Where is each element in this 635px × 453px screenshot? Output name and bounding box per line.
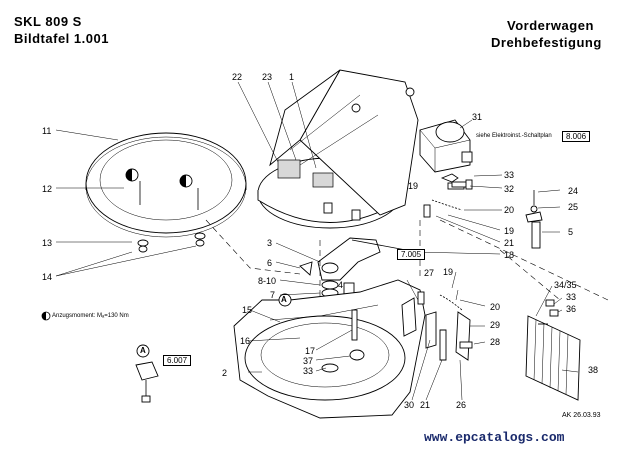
callout: 16 [240, 336, 250, 346]
callout: 15 [242, 305, 252, 315]
callout: 8-10 [258, 276, 276, 286]
callout: 26 [456, 400, 466, 410]
upper-frame [257, 69, 419, 229]
leader-lines [55, 81, 579, 401]
callout: 29 [490, 320, 500, 330]
detail-a [135, 293, 292, 403]
callout: 34/35 [554, 280, 577, 290]
callout: 19 [408, 181, 418, 191]
grille-cover [525, 299, 581, 401]
ref-6007: 6.007 [163, 355, 192, 366]
ref-7005: 7.005 [397, 249, 426, 260]
elektro-ref: 8.006 [562, 131, 591, 142]
drawing-stamp: AK 26.03.93 [562, 412, 601, 419]
model-title: SKL 809 S [14, 14, 82, 29]
elektro-note: siehe Elektroinst.-Schaltplan [476, 133, 552, 139]
plate-number: Bildtafel 1.001 [14, 31, 109, 46]
callout: 28 [490, 337, 500, 347]
callout: 19 [443, 267, 453, 277]
callout: 13 [42, 238, 52, 248]
loose-parts-right [451, 179, 543, 249]
ring-bolts [125, 168, 206, 253]
callout: 20 [504, 205, 514, 215]
callout: 4 [338, 280, 343, 290]
callout: 7 [270, 290, 275, 300]
callout: 19 [504, 226, 514, 236]
callout: 18 [504, 250, 514, 260]
callout: 24 [568, 186, 578, 196]
callout: 23 [262, 72, 272, 82]
callout: 32 [504, 184, 514, 194]
callout: 21 [504, 238, 514, 248]
callout: 36 [566, 304, 576, 314]
section-subtitle: Drehbefestigung [491, 35, 602, 50]
callout: 12 [42, 184, 52, 194]
torque-note: Anzugsmoment: Mₐ=130 Nm [52, 313, 129, 319]
callout: 25 [568, 202, 578, 212]
circle-label-a-detail: A [140, 346, 146, 355]
callout: 14 [42, 272, 52, 282]
callout: 38 [588, 365, 598, 375]
footer-watermark: www.epcatalogs.com [424, 430, 565, 445]
callout: 3 [267, 238, 272, 248]
callout: 6 [267, 258, 272, 268]
callout: 22 [232, 72, 242, 82]
junction-box [419, 119, 473, 190]
callout: 37 [303, 356, 313, 366]
chains [417, 199, 473, 361]
callout: 33 [504, 170, 514, 180]
callout: 1 [289, 72, 294, 82]
callout: 21 [420, 400, 430, 410]
callout: 20 [490, 302, 500, 312]
slewing-ring [85, 132, 247, 238]
callout: 33 [566, 292, 576, 302]
lower-chassis [233, 279, 426, 419]
callout: 17 [305, 346, 315, 356]
callout: 2 [222, 368, 227, 378]
callout: 31 [472, 112, 482, 122]
callout: 30 [404, 400, 414, 410]
half-circle-icon [41, 311, 51, 321]
callout: 33 [303, 366, 313, 376]
callout: 5 [568, 227, 573, 237]
section-title: Vorderwagen [507, 18, 594, 33]
assembly-lines [205, 219, 609, 301]
callout: 27 [424, 268, 434, 278]
callout: 11 [42, 126, 51, 136]
circle-label-a: A [281, 295, 287, 304]
